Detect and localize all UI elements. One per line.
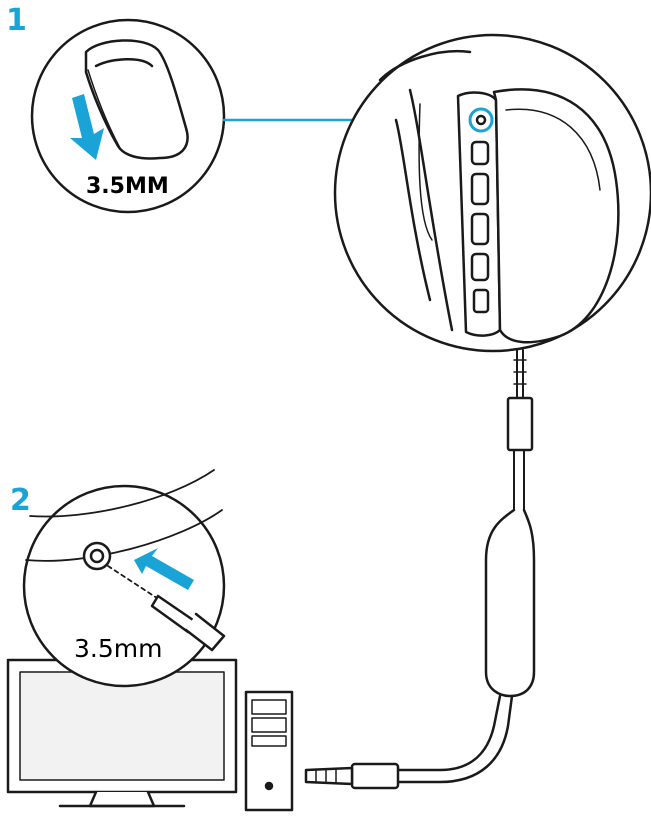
audio-jack-port-icon [82, 541, 112, 571]
step-number-2: 2 [10, 483, 31, 518]
plug-size-label-1: 3.5MM [86, 174, 169, 199]
plug-size-label-2: 3.5mm [74, 634, 163, 663]
pc-tower-icon [244, 690, 294, 812]
audio-jack-port-icon [468, 107, 494, 133]
headset-port-cover [84, 39, 189, 160]
audio-cable [304, 349, 536, 790]
headset-earcup-icon [333, 33, 651, 353]
step2-detail-circle [22, 469, 226, 688]
step-number-1: 1 [6, 3, 27, 38]
step1-detail-circle [30, 18, 226, 214]
insert-arrow-icon [134, 548, 194, 590]
audio-plug-icon [304, 762, 400, 790]
down-arrow-icon [70, 94, 104, 160]
